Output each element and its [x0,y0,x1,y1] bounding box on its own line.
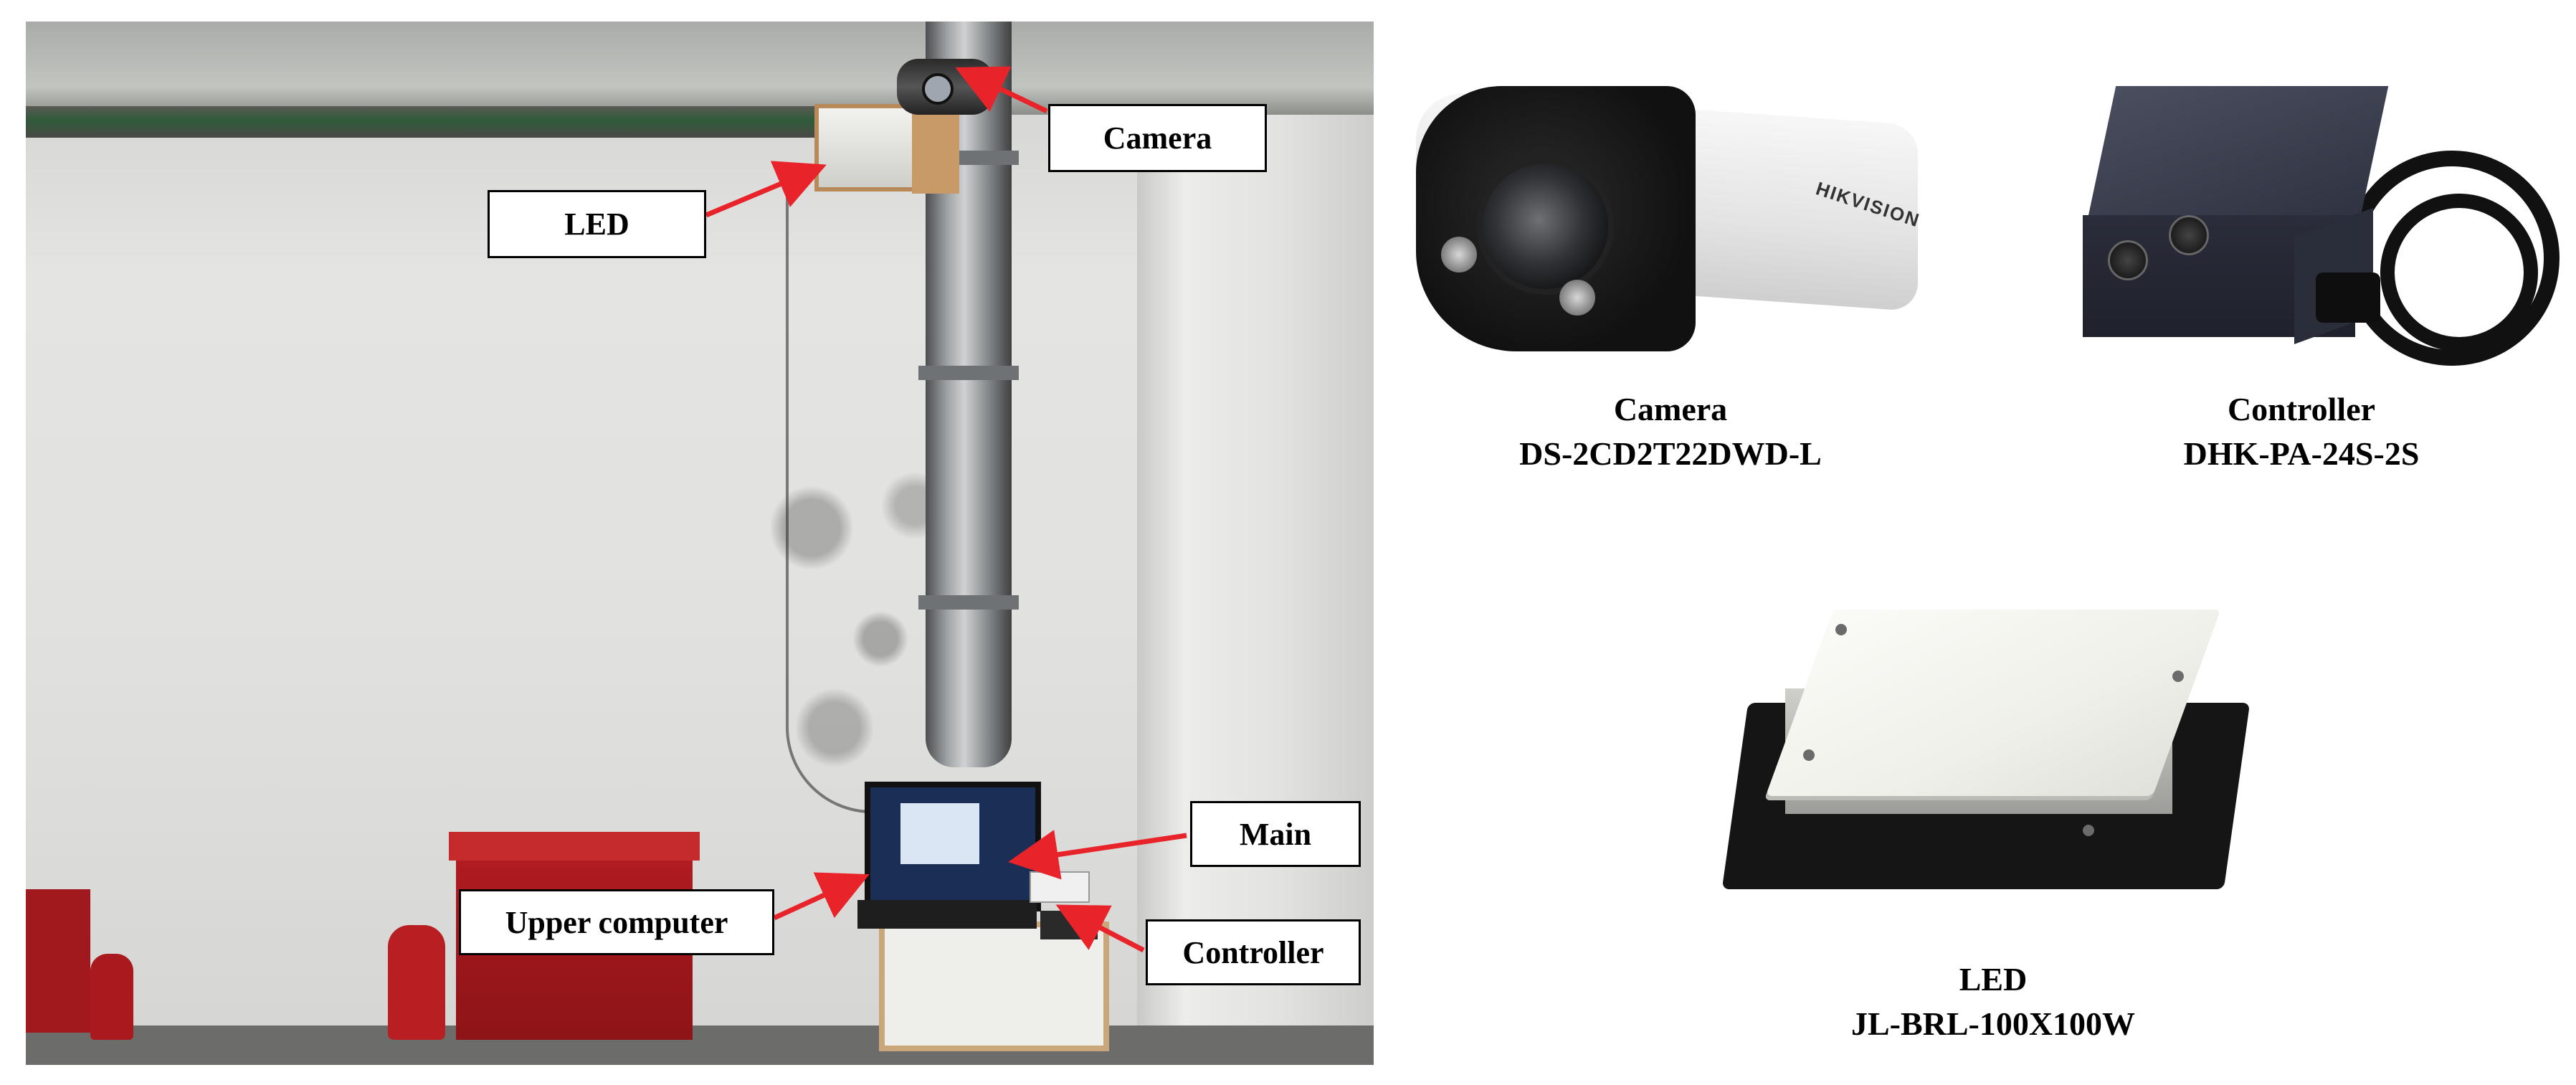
led-product-diffuser [1765,610,2221,796]
pipe-band [918,595,1019,610]
red-cabinet-top [449,832,700,861]
camera-caption-model: DS-2CD2T22DWD-L [1519,435,1822,472]
led-caption: LED JL-BRL-100X100W [1771,957,2215,1046]
cable [786,179,946,813]
controller-caption-model: DHK-PA-24S-2S [2183,435,2420,472]
led-caption-name: LED [1959,961,2028,998]
red-cabinet-left [26,889,90,1033]
camera-callout: Camera [1048,104,1267,172]
led-callout: LED [488,190,706,258]
main-device [1030,871,1090,903]
controller-caption: Controller DHK-PA-24S-2S [2115,387,2488,476]
scene-mount-board [912,100,959,194]
pipe-band [918,366,1019,380]
camera-ir-led [1559,280,1595,316]
laptop-keyboard [857,900,1037,929]
screw-icon [1803,749,1815,761]
screw-icon [1835,624,1847,635]
laptop-window [900,803,979,864]
led-caption-model: JL-BRL-100X100W [1850,1005,2136,1042]
screw-icon [2172,671,2184,682]
scene-camera-lens [922,73,954,105]
camera-product-lens [1477,158,1614,295]
power-plug [2316,273,2380,323]
fire-extinguisher [388,925,445,1040]
controller-product-top [2085,86,2389,229]
power-cable-loop [2380,194,2538,351]
knob-icon [2169,215,2209,255]
floor [26,1025,1374,1065]
main-callout: Main [1190,801,1361,867]
camera-caption-name: Camera [1613,391,1728,427]
camera-ir-led [1441,237,1477,273]
knob-icon [2108,240,2148,280]
controller-caption-name: Controller [2227,391,2376,427]
ceiling [26,22,1374,115]
camera-caption: Camera DS-2CD2T22DWD-L [1448,387,1893,476]
controller-callout: Controller [1146,919,1361,985]
ceiling-beam [26,106,893,138]
side-table [879,921,1109,1051]
scene-controller [1040,911,1098,939]
upper-computer-callout: Upper computer [459,889,774,955]
screw-icon [2083,825,2094,836]
fire-extinguisher [90,954,133,1040]
right-wall [1137,22,1374,1040]
scene-led-light [814,104,916,191]
